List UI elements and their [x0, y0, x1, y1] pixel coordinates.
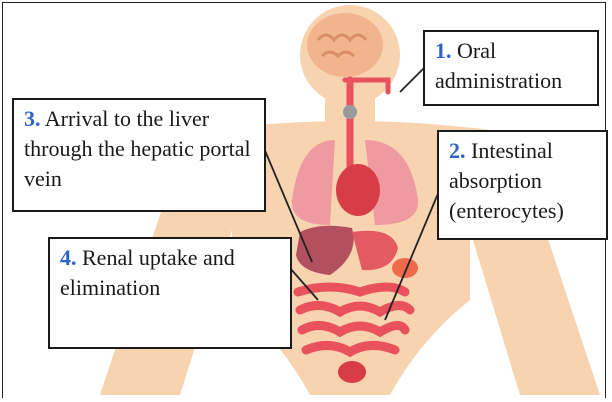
label-liver-arrival: 3. Arrival to the liver through the hepa… — [12, 98, 266, 212]
heart — [336, 164, 380, 216]
step-text: Intestinal absorption (enterocytes) — [449, 138, 564, 223]
step-number: 2. — [449, 138, 466, 163]
step-text: Arrival to the liver through the hepatic… — [24, 106, 251, 191]
pancreas — [392, 258, 418, 278]
step-number: 4. — [60, 245, 77, 270]
step-number: 3. — [24, 106, 41, 131]
bladder — [338, 361, 366, 383]
connector-oral — [400, 68, 424, 92]
label-oral-administration: 1. Oral administration — [423, 30, 599, 106]
step-number: 1. — [435, 38, 452, 63]
label-intestinal-absorption: 2. Intestinal absorption (enterocytes) — [437, 130, 608, 240]
brain — [307, 13, 383, 77]
step-text: Renal uptake and elimination — [60, 245, 235, 300]
label-renal-elimination: 4. Renal uptake and elimination — [48, 237, 292, 349]
step-text: Oral administration — [435, 38, 562, 93]
